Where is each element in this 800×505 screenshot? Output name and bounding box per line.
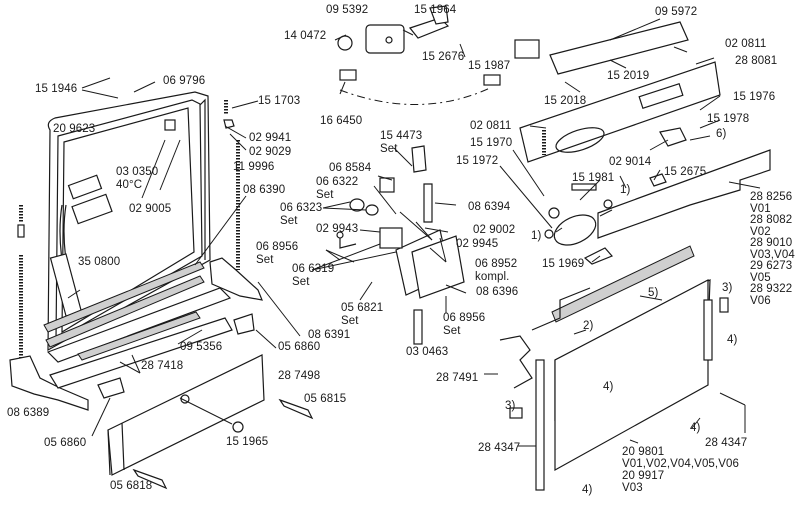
bottom-rails xyxy=(43,261,233,389)
label-066323: 06 6323 Set xyxy=(280,202,323,227)
label-119996: 11 9996 xyxy=(233,161,275,173)
label-152675: 15 2675 xyxy=(664,166,707,178)
label-callout-4-right: 4) xyxy=(727,334,738,346)
label-068952: 06 8952 kompl. xyxy=(475,258,518,283)
leader-lines xyxy=(67,18,761,447)
inner-door-frame xyxy=(47,91,211,352)
label-151964: 15 1964 xyxy=(414,4,457,16)
bracket-056818 xyxy=(132,468,168,490)
label-287491: 28 7491 xyxy=(436,372,479,384)
relay-151987 xyxy=(514,39,540,59)
label-056821: 05 6821 Set xyxy=(341,302,384,327)
label-209623: 20 9623 xyxy=(53,123,96,135)
label-callout-4-center: 4) xyxy=(603,381,614,393)
label-056860-lower: 05 6860 xyxy=(44,437,87,449)
label-030350: 03 0350 40°C xyxy=(116,166,159,191)
bracket-056815 xyxy=(278,398,314,420)
timer-motor xyxy=(337,24,405,54)
knob-151965 xyxy=(232,421,244,433)
fascia-panel xyxy=(597,149,771,239)
label-140472: 14 0472 xyxy=(284,30,327,42)
label-066322: 06 6322 Set xyxy=(316,176,359,201)
label-284347-right: 28 4347 xyxy=(705,437,748,449)
label-029029: 02 9029 xyxy=(249,146,292,158)
label-151987: 15 1987 xyxy=(468,60,511,72)
label-066319: 06 6319 Set xyxy=(292,263,335,288)
label-350800: 35 0800 xyxy=(78,256,121,268)
label-callout-3-left: 3) xyxy=(505,400,516,412)
label-086390: 08 6390 xyxy=(243,184,286,196)
label-152676: 15 2676 xyxy=(422,51,465,63)
label-151965: 15 1965 xyxy=(226,436,269,448)
outer-door-panel xyxy=(499,245,729,491)
label-086391: 08 6391 xyxy=(308,329,351,341)
label-callout-4-bottom: 4) xyxy=(582,484,593,496)
label-020811-mid: 02 0811 xyxy=(470,120,512,132)
label-056860-upper: 05 6860 xyxy=(278,341,321,353)
label-154473: 15 4473 Set xyxy=(380,130,423,155)
label-086394: 08 6394 xyxy=(468,201,511,213)
connector-b xyxy=(483,74,501,86)
label-287498: 28 7498 xyxy=(278,370,321,382)
label-056818: 05 6818 xyxy=(110,480,153,492)
label-284347-left: 28 4347 xyxy=(478,442,521,454)
connector-166450 xyxy=(339,69,357,81)
knob-assembly xyxy=(544,127,687,265)
label-151970: 15 1970 xyxy=(470,137,513,149)
hinge-bracket xyxy=(209,257,263,301)
label-callout-6: 6) xyxy=(716,128,727,140)
label-288081: 28 8081 xyxy=(735,55,778,67)
label-056815: 05 6815 xyxy=(304,393,347,405)
label-029005: 02 9005 xyxy=(129,203,172,215)
label-029945: 02 9945 xyxy=(456,238,499,250)
label-288256-variants: 28 8256 V01 28 8082 V02 28 9010 V03,V04 … xyxy=(750,191,795,307)
switch-030463 xyxy=(413,309,423,345)
label-029943: 02 9943 xyxy=(316,223,359,235)
label-152018: 15 2018 xyxy=(544,95,587,107)
kick-plate xyxy=(97,354,265,476)
label-095392: 09 5392 xyxy=(326,4,369,16)
label-151976: 15 1976 xyxy=(733,91,776,103)
label-287418: 28 7418 xyxy=(141,360,184,372)
label-086389: 08 6389 xyxy=(7,407,50,419)
label-callout-3-right: 3) xyxy=(722,282,733,294)
label-callout-1-upper: 1) xyxy=(620,184,631,196)
wiring-harness xyxy=(339,87,491,105)
label-095356: 09 5356 xyxy=(180,341,223,353)
label-151972: 15 1972 xyxy=(456,155,499,167)
label-callout-5: 5) xyxy=(648,287,659,299)
label-209801-variants: 20 9801 V01,V02,V04,V05,V06 20 9917 V03 xyxy=(622,446,739,494)
label-029014: 02 9014 xyxy=(609,156,652,168)
left-hinge-assembly xyxy=(9,205,89,411)
label-callout-4-lower-right: 4) xyxy=(690,422,701,434)
label-068956-right: 06 8956 Set xyxy=(443,312,486,337)
label-068584: 06 8584 xyxy=(329,162,372,174)
label-151981: 15 1981 xyxy=(572,172,615,184)
label-029941: 02 9941 xyxy=(249,132,292,144)
control-module-095972 xyxy=(549,21,689,75)
label-029002: 02 9002 xyxy=(473,224,516,236)
label-069796: 06 9796 xyxy=(163,75,206,87)
label-152019: 15 2019 xyxy=(607,70,650,82)
switch-bracket-152676 xyxy=(408,5,450,39)
door-spring xyxy=(223,100,240,270)
label-095972: 09 5972 xyxy=(655,6,698,18)
label-151703: 15 1703 xyxy=(258,95,301,107)
door-latch-parts xyxy=(336,177,395,239)
label-086396: 08 6396 xyxy=(476,286,519,298)
label-151969: 15 1969 xyxy=(542,258,585,270)
label-151946: 15 1946 xyxy=(35,83,78,95)
door-lock-assembly xyxy=(339,145,465,299)
label-callout-2-door: 2) xyxy=(583,320,594,332)
bracket-056860 xyxy=(233,313,255,335)
label-020811-top: 02 0811 xyxy=(725,38,767,50)
control-panel-288081 xyxy=(519,61,721,163)
label-166450: 16 6450 xyxy=(320,115,363,127)
label-callout-1-lower: 1) xyxy=(531,230,542,242)
label-068956-left: 06 8956 Set xyxy=(256,241,299,266)
label-030463: 03 0463 xyxy=(406,346,449,358)
label-151978: 15 1978 xyxy=(707,113,750,125)
